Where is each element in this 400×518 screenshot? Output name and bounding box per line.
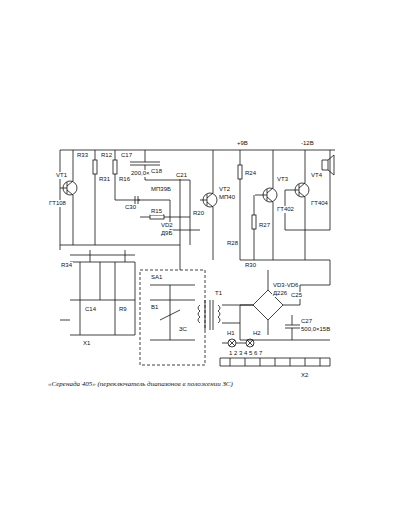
part-label: С25 — [290, 292, 303, 299]
resistor-symbol — [252, 215, 256, 229]
wire — [95, 150, 170, 245]
part-label: -12В — [300, 140, 315, 147]
part-label: Н1 — [226, 330, 236, 337]
part-label: VT4 — [310, 172, 323, 179]
part-label: МП40 — [218, 194, 236, 201]
part-label: 500,0×15В — [300, 326, 331, 333]
wire — [285, 150, 305, 260]
switch-contacts — [150, 175, 195, 340]
part-label: R28 — [226, 240, 239, 247]
part-label: Х1 — [82, 340, 91, 347]
part-label: SA1 — [150, 274, 163, 281]
part-label: С27 — [300, 318, 313, 325]
switch-block — [60, 262, 135, 335]
part-label: R33 — [76, 152, 89, 159]
part-label: С17 — [120, 152, 133, 159]
part-label: R31 — [98, 176, 111, 183]
part-label: VT3 — [276, 176, 289, 183]
part-label: R16 — [118, 176, 131, 183]
resistor-symbol — [238, 165, 242, 179]
part-label: R34 — [60, 262, 73, 269]
part-label: С21 — [175, 172, 188, 179]
part-label: ГТ402 — [276, 206, 295, 213]
connector-strip — [220, 358, 330, 366]
speaker-symbol — [322, 155, 334, 175]
part-label: Д226 — [272, 290, 288, 297]
resistor-symbol — [150, 215, 164, 219]
part-label: R27 — [258, 222, 271, 229]
wire — [60, 150, 335, 260]
wire — [222, 340, 253, 346]
wire — [255, 150, 273, 260]
part-label: Н2 — [252, 330, 262, 337]
part-label: ЗС — [178, 326, 188, 333]
part-label: R30 — [244, 262, 257, 269]
resistor-symbol — [113, 160, 117, 174]
part-label: R12 — [100, 152, 113, 159]
part-label: VD2 — [160, 222, 174, 229]
part-label: 1 2 3 4 5 6 7 — [228, 350, 263, 357]
switch-outline — [140, 270, 205, 365]
part-label: +9В — [236, 140, 249, 147]
wire — [240, 150, 330, 260]
capacitor-wire — [285, 315, 300, 340]
part-label: С30 — [124, 204, 137, 211]
part-label: R9 — [118, 306, 128, 313]
part-label: С18 — [150, 168, 163, 175]
capacitor-wire — [130, 150, 190, 180]
caption: «Серенада 405» (переключатель диапазонов… — [48, 380, 233, 388]
part-label: R24 — [244, 170, 257, 177]
resistor-symbol — [93, 160, 97, 174]
transformer-symbol — [198, 300, 253, 330]
part-label: VT2 — [218, 186, 231, 193]
part-label: ГТ404 — [310, 200, 329, 207]
wire — [140, 180, 200, 245]
part-label: В1 — [150, 304, 159, 311]
wire — [70, 250, 135, 262]
pin-marks — [230, 358, 320, 366]
part-label: МП39Б — [150, 186, 172, 193]
part-label: VD3-VD6 — [272, 282, 299, 289]
wire — [200, 150, 213, 260]
part-label: VT1 — [55, 172, 68, 179]
part-label: С14 — [84, 306, 97, 313]
part-label: ГТ108 — [48, 200, 67, 207]
part-label: R20 — [192, 210, 205, 217]
part-label: Х2 — [300, 372, 309, 379]
part-label: Т1 — [214, 290, 223, 297]
part-label: Д9Б — [160, 230, 173, 237]
wire — [60, 150, 73, 245]
part-label: R15 — [150, 208, 163, 215]
